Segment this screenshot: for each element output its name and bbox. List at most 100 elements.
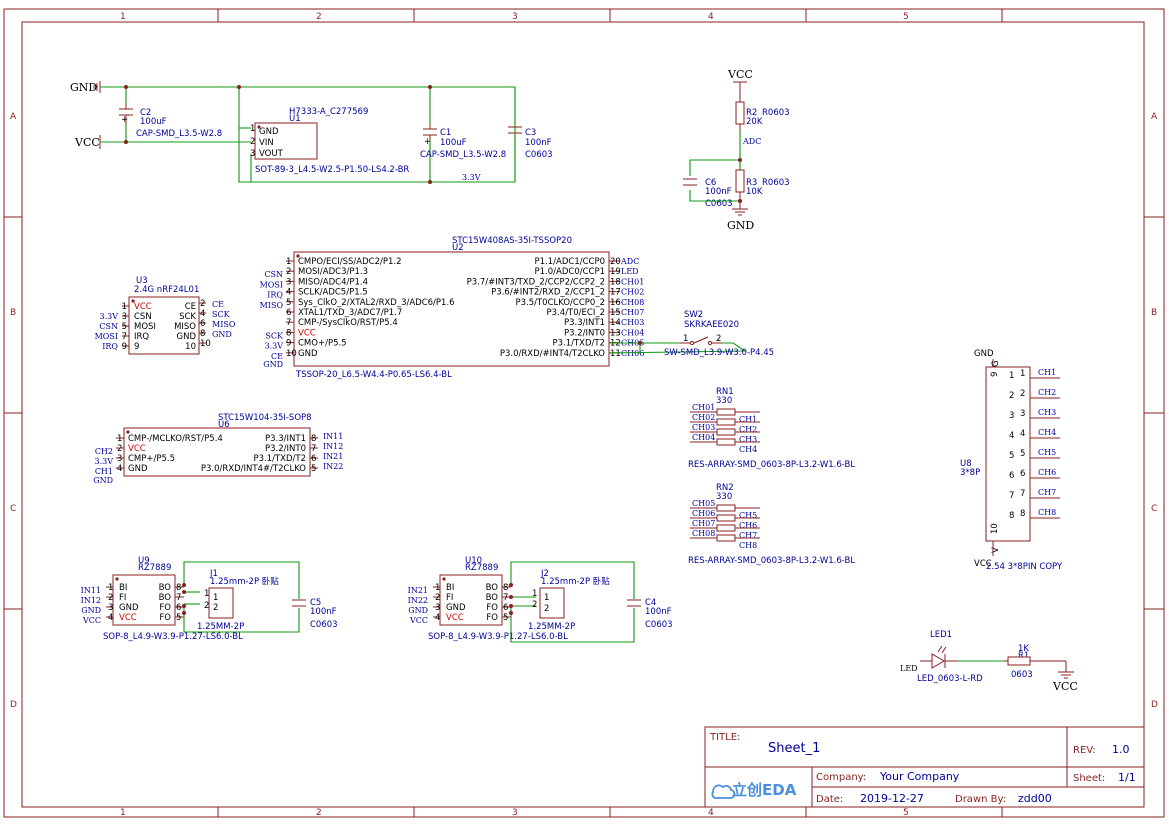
j1-name: 1.25mm-2P 卧贴 xyxy=(210,576,279,587)
u10-name: RZ7889 xyxy=(465,563,498,573)
r2-value: 20K xyxy=(746,117,763,127)
u8-pin-num-outer: 1 xyxy=(1020,369,1025,379)
u3-right-net: CE xyxy=(212,300,224,309)
svg-text:+: + xyxy=(121,115,128,125)
u1-name: H7333-A_C277569 xyxy=(289,107,368,117)
u8-pin-net: CH7 xyxy=(1038,488,1056,497)
u3-right-pin-name: CE xyxy=(185,302,196,312)
j1-ref: J1 xyxy=(209,569,218,579)
u10-rows-right-pin-num: 6 xyxy=(503,603,508,613)
capacitor-c6[interactable]: C6 100nF C0603 xyxy=(683,178,733,209)
resistor-r1[interactable]: 1K R1 0603 xyxy=(1007,644,1033,680)
vcc-top-label: VCC xyxy=(727,68,753,81)
rn2-rows-right-net: CH8 xyxy=(739,541,757,550)
rn2-value: 330 xyxy=(716,492,732,502)
u2-right-net: CH04 xyxy=(621,328,644,337)
u3-right-pin-num: 4 xyxy=(200,309,205,319)
capacitor-c1[interactable]: + C1 100uF CAP-SMD_L3.5-W2.8 xyxy=(420,125,506,160)
company-label: Company: xyxy=(816,772,866,783)
u1-pin1-num: 1 xyxy=(250,124,255,134)
u2-right-pin-num: 14 xyxy=(610,318,621,328)
regulator-u1[interactable]: H7333-A_C277569 U1 1 2 3 GND VIN VOUT SO… xyxy=(250,107,409,175)
u3-left-pin-num: 1 xyxy=(122,302,127,312)
u6-left-net: CH2 xyxy=(95,447,113,456)
r1-ref: R1 xyxy=(1018,651,1029,661)
u10-rows-right-pin-num: 5 xyxy=(503,613,508,623)
rev-value: 1.0 xyxy=(1112,743,1130,756)
u10-ref: U10 xyxy=(465,556,482,566)
capacitor-c5[interactable]: C5 100nF C0603 xyxy=(292,598,338,630)
u9-ref: U9 xyxy=(138,556,150,566)
u8-footprint: 2.54 3*8PIN COPY xyxy=(986,562,1063,572)
rn1-rows-left-net: CH03 xyxy=(692,423,715,432)
u6-left-pin-num: 4 xyxy=(117,464,122,474)
u2-ref: U2 xyxy=(452,243,464,253)
u2-right-pin-name: P1.0/ADC0/CCP1 xyxy=(535,267,605,277)
frame-row-d-right: D xyxy=(1151,700,1158,710)
u9-footprint: SOP-8_L4.9-W3.9-P1.27-LS6.0-BL xyxy=(103,632,243,642)
u3-right-pin-name: 10 xyxy=(185,342,196,352)
rn1-rows-right-net: CH1 xyxy=(739,415,757,424)
u2-right-net: CH03 xyxy=(621,318,644,327)
u2-right-net: LED xyxy=(621,267,639,276)
connector-j1[interactable]: J1 1.25mm-2P 卧贴 12 12 1.25MM-2P xyxy=(182,561,300,633)
c5-value: 100nF xyxy=(310,607,337,617)
u8-pin-num-outer: 4 xyxy=(1020,429,1025,439)
u1-ref: U1 xyxy=(289,114,301,124)
capacitor-c2[interactable]: + C2 100uF CAP-SMD_L3.5-W2.8 xyxy=(119,104,222,139)
u2-left-net: MOSI xyxy=(260,280,283,289)
u2-right-pin-num: 19 xyxy=(610,267,621,277)
frame-col-5: 5 xyxy=(903,12,909,22)
capacitor-c3[interactable]: C3 100nF C0603 xyxy=(508,126,553,160)
u10-rows-right-pin-num: 7 xyxy=(503,593,508,603)
u8-pin-num: 8 xyxy=(1009,511,1014,521)
c6-footprint: C0603 xyxy=(705,199,733,209)
u10-rows-left-net: GND xyxy=(408,606,428,615)
u3-left-net: CSN xyxy=(99,322,118,331)
sw2-name: SKRKAEE020 xyxy=(684,320,739,330)
resistor-r2[interactable]: R2 R0603 20K xyxy=(735,101,790,127)
capacitor-c4[interactable]: C4 100nF C0603 xyxy=(627,598,673,630)
u8-pin-net: CH3 xyxy=(1038,408,1056,417)
resistor-r3[interactable]: R3 R0603 10K xyxy=(735,169,790,197)
switch-sw2[interactable]: SW2 SKRKAEE020 1 2 SW-SMD_L3.9-W3.0-P4.4… xyxy=(608,310,774,358)
led-led1[interactable]: LED1 LED_0603-L-RD xyxy=(917,630,983,684)
connector-j2[interactable]: J2 1.25mm-2P 卧贴 12 12 1.25MM-2P xyxy=(509,561,635,643)
frame-col-2-bottom: 2 xyxy=(316,808,322,818)
u8-pin-net: CH6 xyxy=(1038,468,1056,477)
u2-left-pin-name: CMPO/ECI/SS/ADC2/P1.2 xyxy=(298,257,402,267)
svg-text:2: 2 xyxy=(204,601,209,611)
frame-row-a-right: A xyxy=(1151,112,1158,122)
gnd-symbol-led xyxy=(1058,671,1074,679)
u10-rows-right-pin-name: BO xyxy=(486,593,499,603)
u8-bottom-net: VCC xyxy=(974,559,992,569)
u6-left-pin-name: CMP-/MCLKO/RST/P5.4 xyxy=(128,434,223,444)
u3-right-pin-name: GND xyxy=(177,332,197,342)
rn-resistor-element xyxy=(716,504,736,512)
u6-left-pin-name: CMP+/P5.5 xyxy=(128,454,175,464)
svg-text:1: 1 xyxy=(544,593,549,603)
u10-rows-left-pin-num: 4 xyxy=(435,613,440,623)
u2-right-pin-num: 16 xyxy=(610,298,621,308)
u6-right-net: IN21 xyxy=(323,452,343,461)
u8-top-pin: 9 xyxy=(990,372,1000,377)
u2-left-pin-num: 4 xyxy=(286,288,291,298)
u8-pin-num-outer: 6 xyxy=(1020,469,1025,479)
rn1-rows-left-net: CH02 xyxy=(692,413,715,422)
u3-name: 2.4G nRF24L01 xyxy=(134,285,199,295)
rn1-footprint: RES-ARRAY-SMD_0603-8P-L3.2-W1.6-BL xyxy=(688,460,855,470)
rn1-rows-right-net: CH4 xyxy=(739,445,757,454)
led1-ref: LED1 xyxy=(930,630,952,640)
frame-row-d: D xyxy=(10,700,17,710)
c5-footprint: C0603 xyxy=(310,620,338,630)
